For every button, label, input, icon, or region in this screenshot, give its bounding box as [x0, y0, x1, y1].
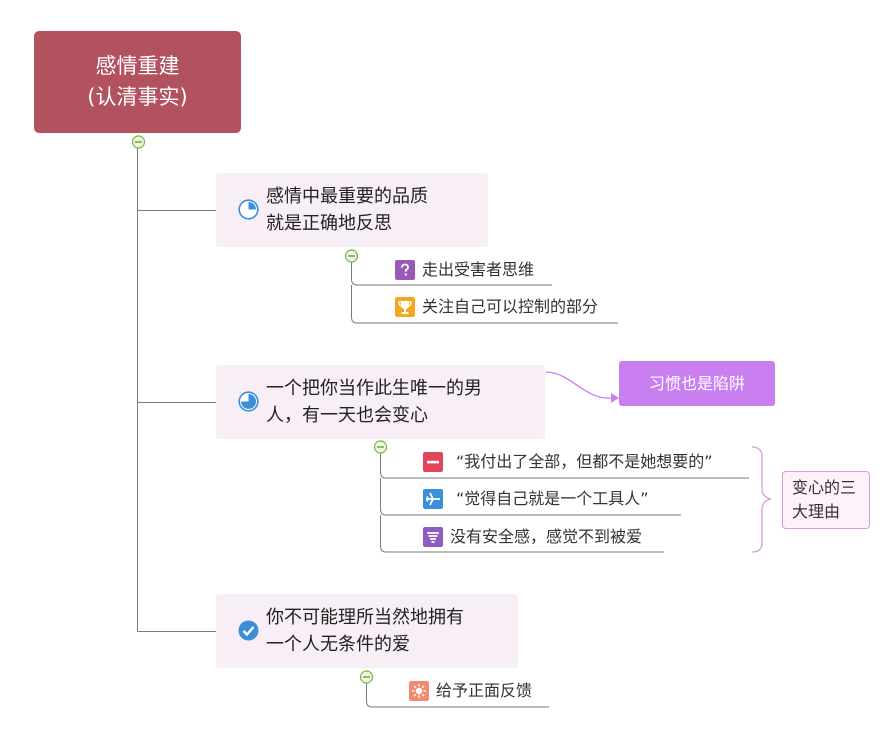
topic-label-line2: 一个人无条件的爱 [266, 634, 410, 655]
tornado-icon [423, 527, 443, 547]
check-circle-icon [238, 620, 259, 641]
topic-label-line1: 感情中最重要的品质 [266, 186, 428, 207]
topic-reflection[interactable]: 感情中最重要的品质 就是正确地反思 [216, 173, 488, 247]
collapse-buttons [131, 135, 388, 684]
airplane-icon [423, 489, 443, 509]
progress-quarter-icon [238, 199, 259, 220]
summary-topic[interactable]: 变心的三 大理由 [782, 471, 870, 529]
subtopic-label: 走出受害者思维 [422, 260, 535, 279]
topic-label-line1: 你不可能理所当然地拥有 [266, 607, 464, 628]
topic-label-line2: 就是正确地反思 [266, 213, 392, 234]
floating-topic[interactable]: 习惯也是陷阱 [619, 361, 775, 406]
topic-change-of-heart[interactable]: 一个把你当作此生唯一的男 人，有一天也会变心 [216, 365, 545, 439]
subtopic-label: 给予正面反馈 [436, 681, 533, 700]
subtopic-label: 关注自己可以控制的部分 [422, 297, 599, 316]
trophy-icon [395, 297, 415, 317]
progress-three-quarter-icon [238, 391, 259, 412]
subtopic-label: 没有安全感，感觉不到被爱 [450, 527, 643, 546]
subtopic-label: “觉得自己就是一个工具人” [456, 489, 649, 508]
subtopic-label: “我付出了全部，但都不是她想要的” [456, 452, 713, 471]
root-subtitle: (认清事实) [87, 85, 188, 109]
summary-label-line2: 大理由 [792, 502, 841, 521]
sun-icon [409, 681, 429, 701]
topic-label-line1: 一个把你当作此生唯一的男 [266, 378, 482, 399]
root-topic[interactable]: 感情重建 (认清事实) [34, 31, 241, 133]
topic-label-line2: 人，有一天也会变心 [266, 405, 428, 426]
question-icon [395, 260, 415, 280]
minus-icon [423, 452, 443, 472]
summary-label-line1: 变心的三 [792, 478, 857, 497]
topic-unconditional-love[interactable]: 你不可能理所当然地拥有 一个人无条件的爱 [216, 594, 518, 668]
root-title: 感情重建 [95, 54, 180, 78]
